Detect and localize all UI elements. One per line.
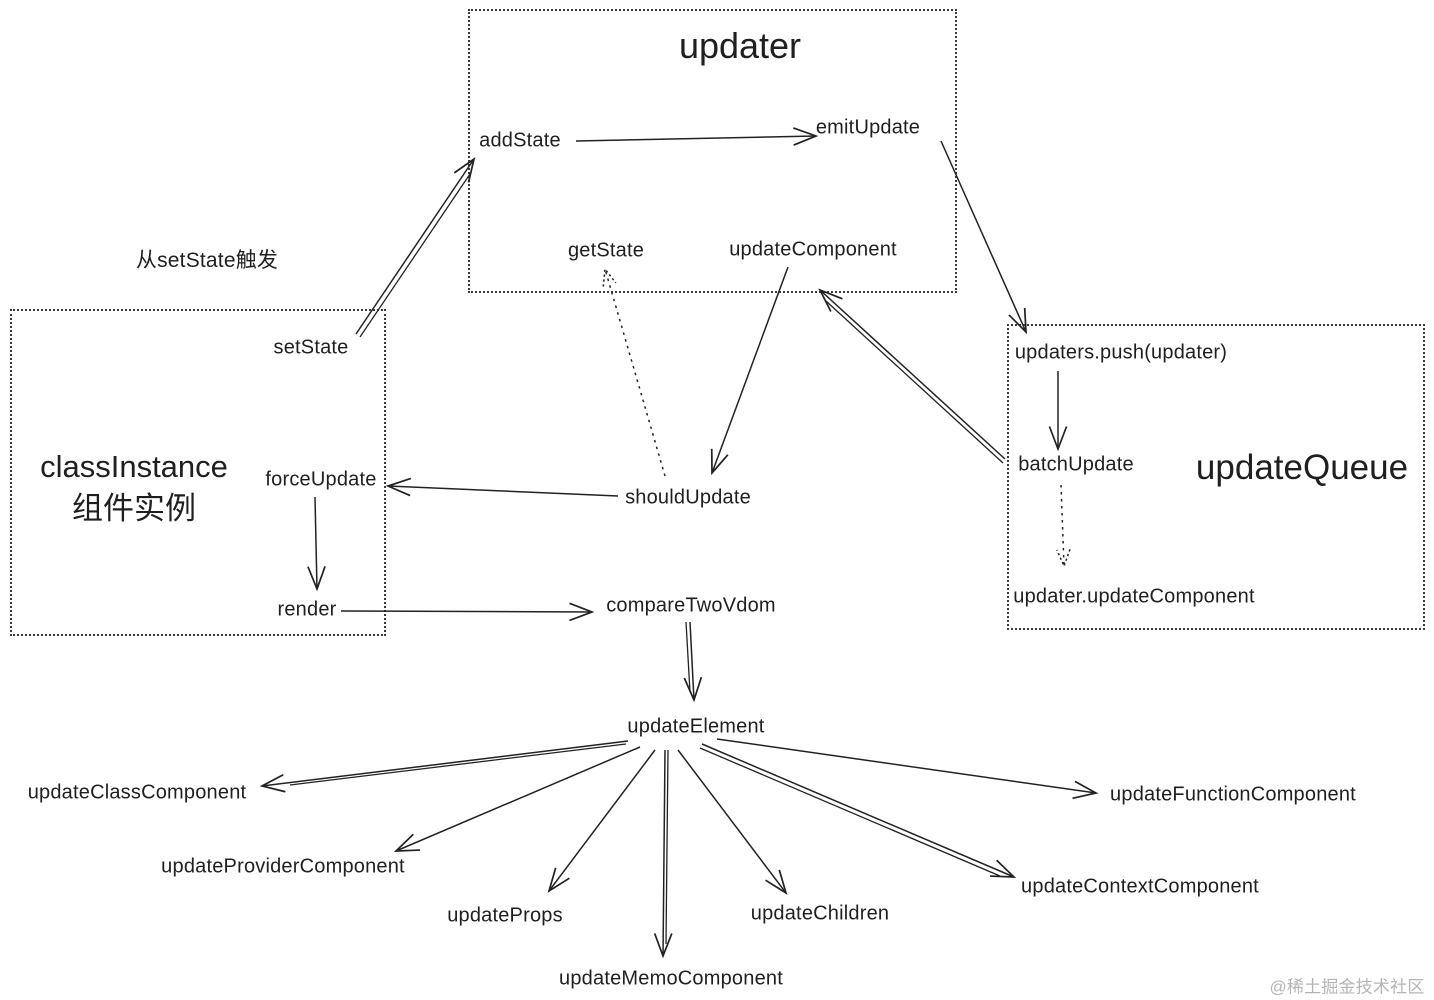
edge-emitupdate-updaterspush [940,140,1027,335]
class-instance-box [10,309,386,636]
node-add-state: addState [479,129,561,152]
node-compare-two-vdom: compareTwoVdom [606,594,776,617]
edge-addstate-emitupdate [575,127,819,146]
edge-batchupdate-updaterupdatecomponent [1061,484,1064,566]
edge-batchupdate-updatecomponent-stroke2 [825,300,1004,464]
node-updater-update-component: updater.updateComponent [1013,585,1255,608]
node-get-state: getState [567,239,645,262]
edge-shouldupdate-forceupdate [385,477,619,497]
node-update-props: updateProps [447,904,563,927]
node-update-element: updateElement [627,715,765,738]
watermark-juejin: @稀土掘金技术社区 [1269,977,1425,997]
class-instance-title-line1: classInstance [40,449,228,485]
node-updaters-push: updaters.push(updater) [1014,341,1228,364]
edge-updateelement-updateprops [547,749,656,893]
node-set-state: setState [273,336,349,359]
edge-updateelement-updatememocomponent-stroke2 [665,749,669,945]
edge-updateelement-updatecontextcomponent-stroke2 [699,747,1001,877]
node-update-children: updateChildren [750,902,890,925]
edge-updateelement-updatechildren [677,749,788,895]
edge-forceupdate-render [307,496,326,592]
updater-box-title: updater [678,25,802,66]
updater-box [468,9,957,293]
node-update-component: updateComponent [729,238,897,261]
edge-updatecomponent-shouldupdate [710,266,789,476]
edge-comparetwovdom-updateelement-stroke2 [685,621,691,693]
node-update-context-component: updateContextComponent [1021,875,1259,898]
annotation-triggered-by-setstate: 从setState触发 [135,249,279,272]
node-update-class-component: updateClassComponent [27,781,247,804]
node-update-memo-component: updateMemoComponent [559,967,783,990]
node-update-function-component: updateFunctionComponent [1110,783,1356,806]
edge-batchupdate-updatecomponent [818,288,1006,460]
edge-updateelement-updateclasscomponent [259,740,629,793]
edge-updateelement-updateprovidercomponent [393,746,641,852]
class-instance-title-line2: 组件实例 [71,491,196,526]
node-force-update: forceUpdate [265,468,377,491]
node-update-provider-component: updateProviderComponent [161,855,405,878]
edge-updateelement-updatememocomponent [653,749,673,959]
edge-updateelement-updatefunctioncomponent [716,738,1099,800]
node-batch-update: batchUpdate [1018,453,1134,476]
node-render: render [277,598,337,621]
edge-comparetwovdom-updateelement [683,621,703,703]
class-instance-box-title: classInstance 组件实例 [40,446,228,530]
edge-updateelement-updatecontextcomponent [701,743,1017,878]
edge-setstate-addstate-stroke2 [359,173,471,338]
edge-setstate-addstate [355,157,476,335]
node-emit-update: emitUpdate [815,116,921,139]
edge-render-comparetwovdom [340,602,595,622]
update-queue-box-title: updateQueue [1195,448,1409,487]
edge-shouldupdate-getstate [605,269,666,477]
edge-updateelement-updateclasscomponent-stroke2 [289,743,627,786]
node-should-update: shouldUpdate [625,486,751,509]
update-queue-box [1007,324,1425,630]
